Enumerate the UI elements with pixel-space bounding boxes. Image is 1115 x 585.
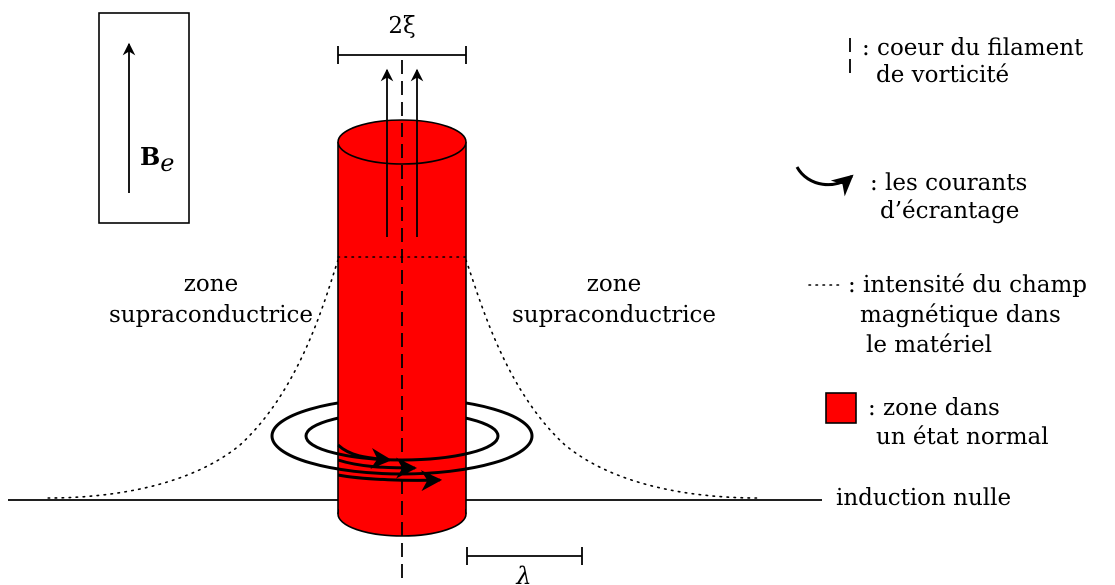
induction-label: induction nulle: [836, 485, 1011, 511]
field-profile-right: [465, 259, 759, 499]
legend-field-line3: le matériel: [866, 332, 992, 358]
legend-field-line2: magnétique dans: [860, 302, 1061, 328]
normal-zone-top-cap: [337, 119, 467, 165]
legend-field-line1: : intensité du champ: [848, 272, 1087, 298]
coherence-length-bar: [337, 46, 467, 64]
current-arrow-2: [337, 457, 418, 479]
zone-left-line1: zone: [184, 271, 238, 297]
legend-currents-line2: d’écrantage: [880, 198, 1019, 224]
legend-normal-line1: : zone dans: [868, 395, 1000, 421]
coherence-length-label: 2ξ: [388, 13, 415, 39]
legend-core-line1: : coeur du filament: [862, 35, 1084, 61]
current-arrow-3: [337, 470, 443, 492]
field-profile-left: [47, 259, 339, 499]
penetration-depth-bar: [466, 547, 583, 565]
legend-current-icon: [795, 166, 854, 197]
penetration-depth-label: λ: [515, 562, 531, 585]
legend-currents-line1: : les courants: [870, 170, 1027, 196]
zone-right-line1: zone: [587, 271, 641, 297]
zone-left-line2: supraconductrice: [109, 302, 313, 328]
zone-right-line2: supraconductrice: [512, 302, 716, 328]
legend-normal-line2: un état normal: [876, 424, 1049, 450]
field-label: Be: [140, 142, 175, 177]
legend-core-line2: de vorticité: [876, 62, 1009, 88]
legend-normal-swatch: [825, 392, 857, 424]
current-arrow-1: [336, 443, 393, 469]
field-box: [98, 12, 190, 224]
